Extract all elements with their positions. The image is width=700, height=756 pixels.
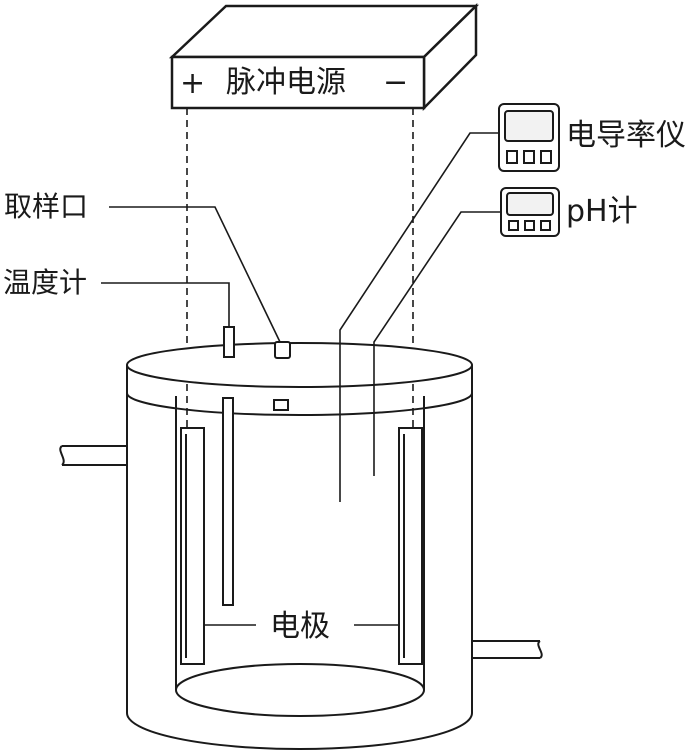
inlet-pipe (59, 445, 127, 466)
vessel-bottom-front (126, 712, 473, 750)
conductivity-meter-button-3 (540, 150, 552, 164)
thermometer-rod (222, 397, 234, 606)
electrode-right (398, 427, 423, 665)
conductivity-meter (498, 103, 560, 172)
electrode-left (180, 427, 205, 665)
ph-probe-line (373, 211, 501, 476)
ph-meter-button-1 (508, 220, 519, 231)
sampling-port-cap (274, 341, 291, 359)
conductivity-probe-line (339, 132, 499, 502)
ph-meter-button-3 (540, 220, 551, 231)
electrodes (180, 427, 423, 665)
power-supply-front-face (170, 55, 426, 110)
conductivity-meter-button-1 (506, 150, 518, 164)
thermometer-head (223, 326, 235, 358)
inner-bottom (175, 663, 425, 717)
power-supply-label: 脉冲电源 (226, 65, 346, 100)
power-minus-label: − (383, 65, 408, 100)
sampling-port-stub (273, 399, 289, 411)
sampling-port-label: 取样口 (4, 190, 88, 223)
ph-meter (500, 187, 560, 237)
electrode-label: 电极 (270, 609, 330, 644)
conductivity-meter-label: 电导率仪 (566, 118, 686, 153)
ph-meter-label: pH计 (566, 194, 638, 229)
vessel-lid-top (126, 342, 473, 388)
thermometer-leader-line (101, 282, 230, 327)
conductivity-meter-button-2 (523, 150, 535, 164)
ph-meter-button-2 (524, 220, 535, 231)
power-supply (168, 3, 480, 112)
ph-meter-display (506, 192, 554, 216)
power-plus-label: + (180, 66, 205, 101)
reactor-vessel (126, 342, 473, 750)
conductivity-meter-display (504, 110, 554, 142)
outlet-pipe (472, 640, 543, 659)
thermometer-label: 温度计 (3, 266, 87, 299)
sampling-port-leader-line (109, 206, 281, 343)
sampling-port (273, 341, 291, 411)
vessel-lid-bottom-edge (126, 365, 473, 416)
